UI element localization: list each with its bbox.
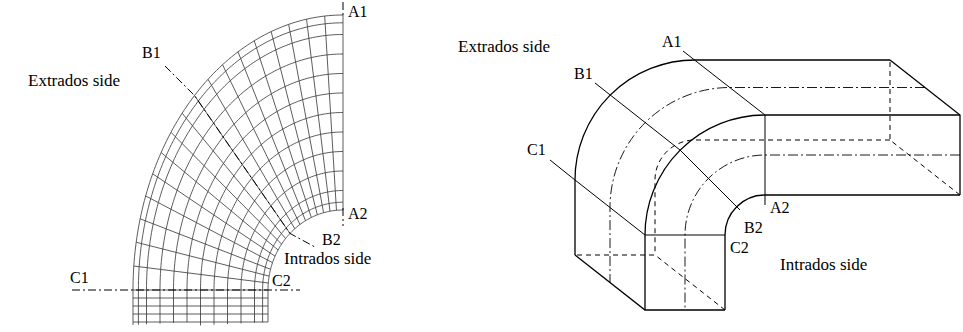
mesh-line: [133, 306, 268, 307]
mesh-line: [241, 171, 343, 290]
mesh-view: [72, 2, 343, 326]
section-line: [343, 2, 344, 15]
mesh-line: [263, 202, 343, 290]
mesh-line: [343, 15, 344, 210]
section-label: C2: [272, 273, 291, 289]
mesh-line: [241, 290, 242, 323]
section-label: C1: [527, 142, 546, 158]
mesh-line: [214, 290, 215, 325]
mesh-line: [255, 191, 344, 291]
mesh-line: [134, 266, 268, 283]
mesh-line: [161, 153, 278, 251]
section-label: A1: [662, 34, 682, 50]
side-label: Extrados side: [458, 38, 550, 55]
mesh-line: [200, 290, 201, 326]
duct-edge: [645, 115, 960, 310]
mesh-line: [238, 52, 306, 221]
duct-edge: [683, 51, 765, 205]
duct-edge: [550, 160, 725, 235]
mesh-line: [173, 290, 174, 323]
duct-edge: [685, 155, 960, 310]
section-label: A2: [348, 206, 368, 222]
mesh-line: [133, 15, 343, 290]
section-label: A1: [348, 4, 368, 20]
duct-edge: [575, 255, 725, 310]
mesh-line: [227, 290, 228, 324]
duct-edge: [890, 60, 960, 195]
mesh-line: [146, 290, 147, 324]
side-label: Intrados side: [780, 256, 867, 273]
section-line: [165, 66, 315, 247]
mesh-line: [140, 219, 270, 269]
section-label: B2: [744, 220, 763, 236]
section-label: B2: [322, 232, 341, 248]
section-label: C1: [70, 270, 89, 286]
section-label: C2: [730, 240, 749, 256]
duct-edge: [655, 140, 890, 255]
mesh-line: [208, 79, 295, 228]
side-label: Extrados side: [28, 72, 120, 89]
section-line: [343, 208, 344, 226]
side-label: Intrados side: [284, 250, 371, 267]
duct-edge: [890, 60, 960, 195]
mesh-line: [271, 32, 317, 215]
duct-edge: [575, 255, 725, 310]
solid-view: [550, 51, 960, 310]
mesh-line: [223, 65, 300, 225]
mesh-line: [136, 242, 269, 276]
mesh-line: [133, 322, 268, 323]
mesh-line: [138, 290, 139, 325]
mesh-line: [146, 196, 273, 263]
duct-edge: [725, 195, 960, 310]
section-label: A2: [770, 200, 790, 216]
mesh-line: [171, 132, 282, 244]
mesh-line: [133, 298, 268, 299]
mesh-line: [182, 113, 285, 238]
mesh-line: [160, 290, 161, 324]
mesh-line: [228, 152, 344, 291]
mesh-line: [133, 314, 268, 315]
section-label: B1: [142, 45, 161, 61]
section-label: B1: [574, 66, 593, 82]
duct-edge: [595, 83, 740, 210]
mesh-line: [254, 41, 311, 218]
mesh-line: [133, 290, 134, 325]
duct-edge: [610, 88, 925, 283]
mesh-line: [289, 24, 324, 212]
section-line: [72, 290, 300, 291]
